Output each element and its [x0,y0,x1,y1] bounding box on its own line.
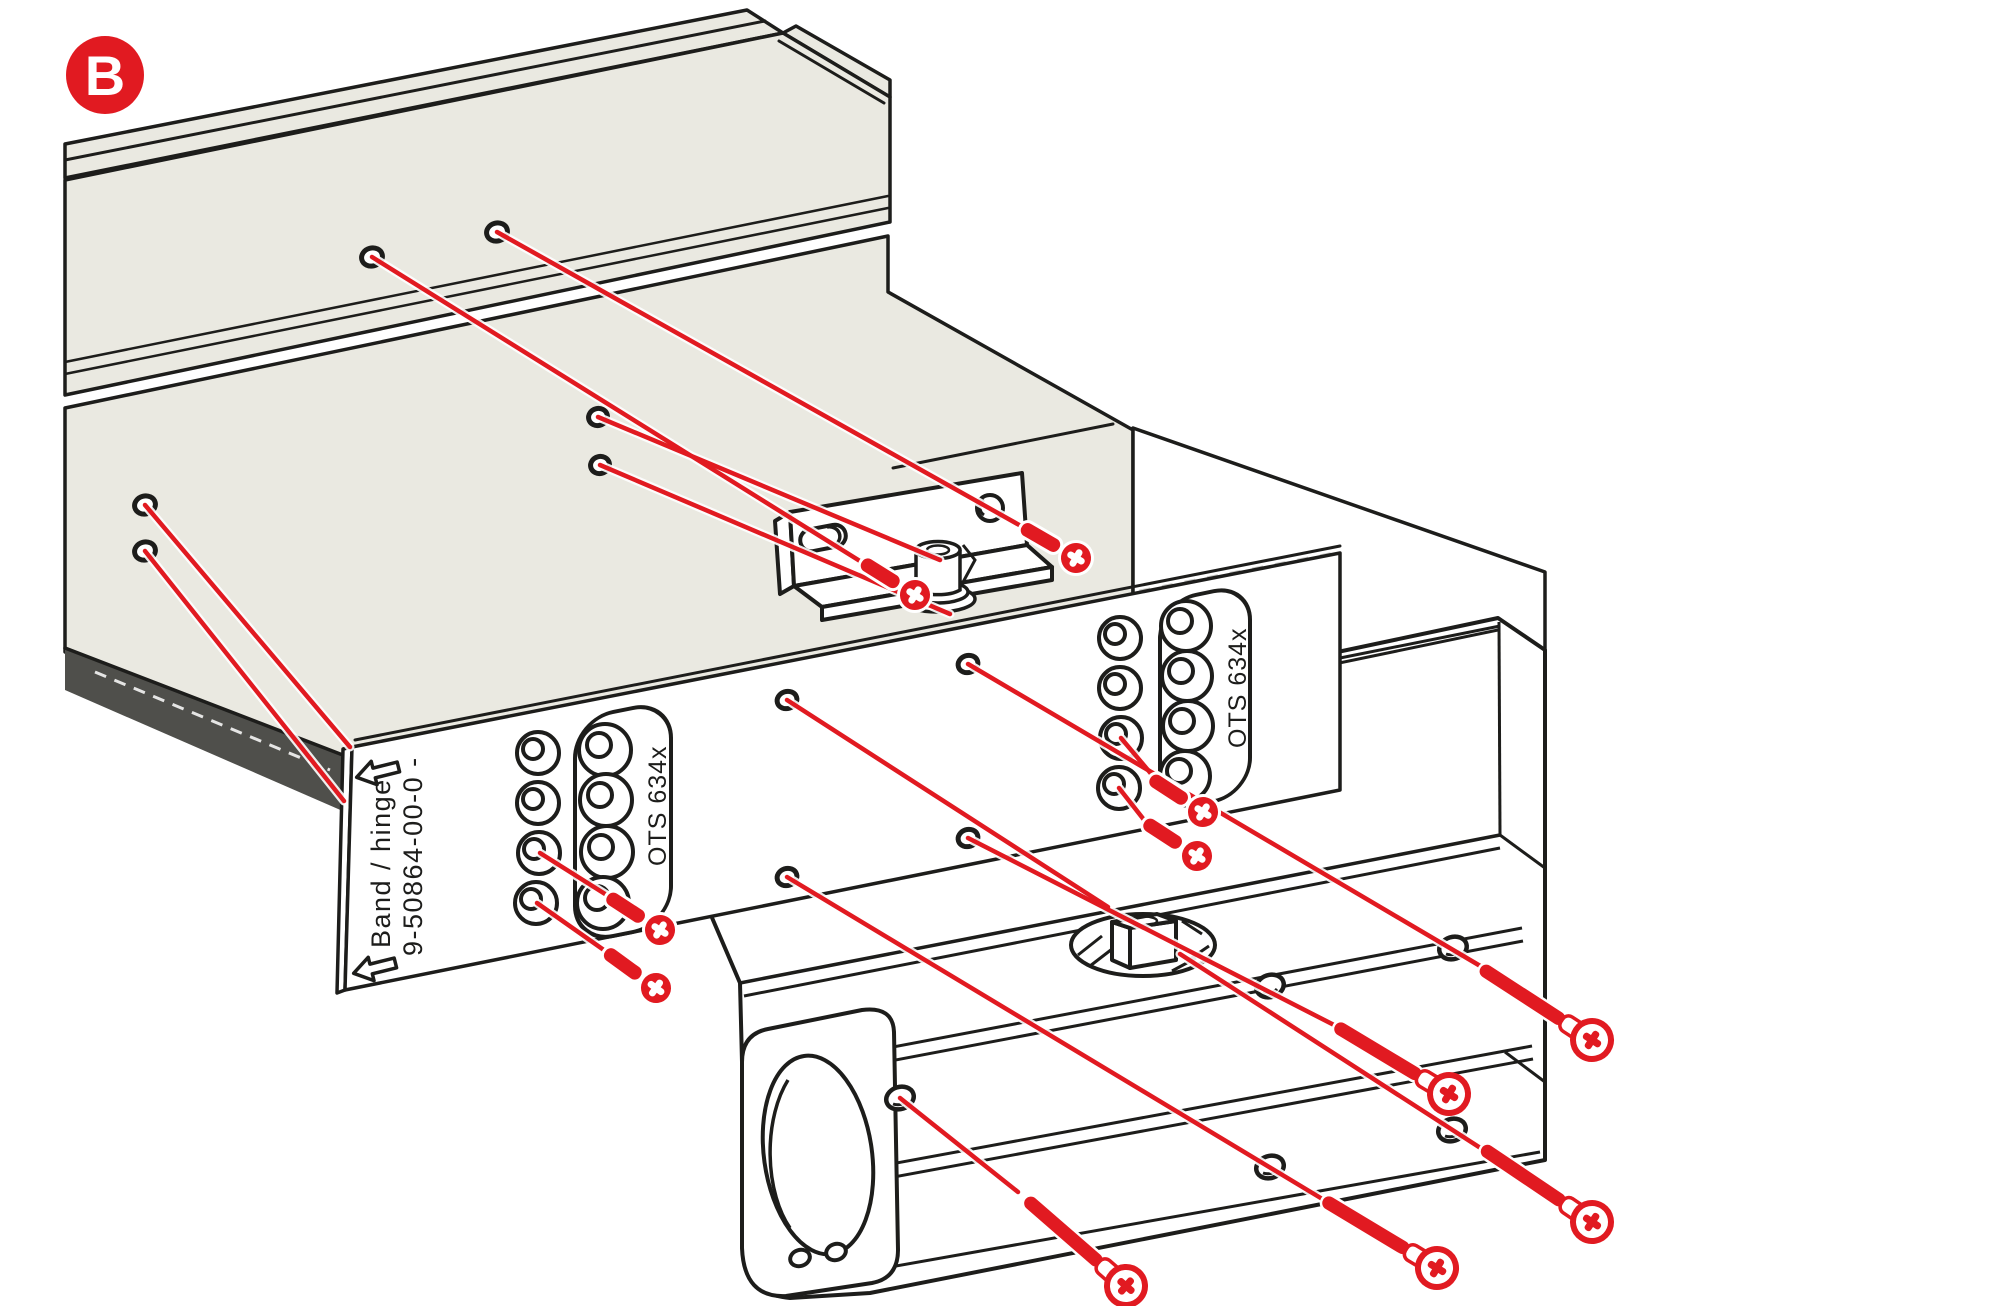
leader-line [142,548,347,804]
step-badge: B [66,36,144,114]
plate-hole-group-left: OTS 634x [573,705,673,939]
badge-label: B [85,44,125,107]
leader-line [897,1095,1021,1195]
pivot-clip [960,544,977,585]
leader-line [369,254,903,589]
body-screw-3 [1312,1183,1463,1294]
leader-line [965,835,1339,1029]
direction-arrow-icon [351,955,399,983]
closer-end-cap [740,1007,900,1299]
plate-marking-line2: 9-50864-00-0 - [398,756,428,956]
jamb-edge-line [891,422,1115,470]
leader-line [494,229,1065,552]
closer-spindle [1069,912,1217,978]
mounting-plate: Band / hinge 9-50864-00-0 - OTS 634x [335,544,1342,995]
direction-arrow-icon [354,759,402,787]
frame-front-face [63,31,892,397]
frame-top-groove [63,19,767,162]
leader-line [965,661,1485,970]
plate-top-thickness-line [353,544,1342,742]
door-bottom-edge [63,646,350,759]
door-leaf [63,234,1135,812]
plate-hole-group-right: OTS 634x [1158,588,1252,808]
leader-line [142,502,353,750]
cap-hole [788,1247,812,1269]
leader-line [1177,951,1485,1152]
cap-hole [824,1241,848,1263]
plate-marking-line1: Band / hinge [366,778,396,948]
door-frame-head [63,8,892,397]
plate-model-marking-left: OTS 634x [644,745,672,866]
shadow-dash-line [94,670,331,772]
plate-screw-left-2 [593,935,681,1013]
frame-edge-line [777,39,886,105]
frame-groove-1 [63,194,890,364]
cap-bore-crescent [768,1079,792,1229]
leader-line [784,874,1327,1203]
badge-circle [66,36,144,114]
plate-model-marking-right: OTS 634x [1224,627,1252,748]
leader-lines [140,227,1487,1205]
frame-groove-2 [63,206,890,376]
leader-line [784,697,1111,910]
leader-line [595,414,943,563]
